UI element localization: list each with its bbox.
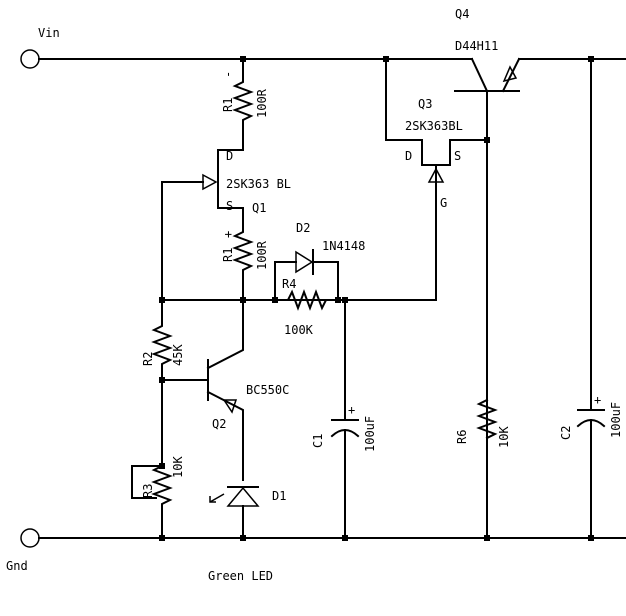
r1-top-value: 100R bbox=[255, 88, 269, 118]
r3-resistor: R3 10K bbox=[131, 379, 185, 539]
q2-ref: Q2 bbox=[212, 417, 226, 431]
q1-ref: Q1 bbox=[252, 201, 266, 215]
junction-dot bbox=[342, 297, 348, 303]
q4-ref: Q4 bbox=[455, 7, 469, 21]
d2-part: 1N4148 bbox=[322, 239, 365, 253]
q3-part: 2SK363BL bbox=[405, 119, 463, 133]
junction-dot bbox=[342, 535, 348, 541]
vin-terminal: Vin bbox=[20, 26, 60, 69]
q1-d-pin: D bbox=[226, 149, 233, 163]
r1-top-ref: R1 bbox=[221, 98, 235, 112]
r4-resistor: R4 100K bbox=[274, 277, 339, 337]
r1-bottom-resistor: R1 + 100R bbox=[221, 224, 269, 301]
q4-part: D44H11 bbox=[455, 39, 498, 53]
r6-ref: R6 bbox=[455, 430, 469, 444]
junction-dot bbox=[159, 463, 165, 469]
r1-bottom-pin: + bbox=[221, 231, 235, 238]
r2-ref: R2 bbox=[141, 352, 155, 366]
q3-ref: Q3 bbox=[418, 97, 432, 111]
c2-capacitor: + C2 100uF bbox=[559, 58, 623, 539]
r4-value: 100K bbox=[284, 323, 314, 337]
q1-s-pin: S bbox=[226, 199, 233, 213]
d2-ref: D2 bbox=[296, 221, 310, 235]
junction-dot bbox=[159, 535, 165, 541]
d1-led: D1 Green LED bbox=[208, 486, 286, 583]
r2-resistor: R2 45K bbox=[141, 299, 185, 381]
gnd-label: Gnd bbox=[6, 559, 28, 573]
r2-value: 45K bbox=[171, 344, 185, 366]
q2-transistor: BC550C Q2 bbox=[161, 299, 289, 481]
r6-resistor: R6 10K bbox=[455, 398, 511, 448]
q3-g-pin: G bbox=[440, 196, 447, 210]
junction-dot bbox=[240, 535, 246, 541]
junction-dot bbox=[588, 535, 594, 541]
c1-pol: + bbox=[348, 403, 355, 417]
r3-value: 10K bbox=[171, 456, 185, 478]
c1-capacitor: + C1 100uF bbox=[311, 299, 377, 539]
q3-jfet: Q3 2SK363BL D S G bbox=[385, 58, 488, 291]
q3-s-pin: S bbox=[454, 149, 461, 163]
q4-transistor: Q4 D44H11 bbox=[454, 7, 521, 539]
r1-bottom-value: 100R bbox=[255, 240, 269, 270]
c2-value: 100uF bbox=[609, 402, 623, 438]
r1-top-pin: - bbox=[221, 71, 235, 78]
c1-value: 100uF bbox=[363, 416, 377, 452]
control-node-wire bbox=[161, 289, 437, 301]
junction-dot bbox=[335, 297, 341, 303]
junction-dots bbox=[159, 56, 594, 541]
c1-ref: C1 bbox=[311, 434, 325, 448]
c2-ref: C2 bbox=[559, 426, 573, 440]
q1-part: 2SK363 BL bbox=[226, 177, 291, 191]
d2-diode: D2 1N4148 bbox=[274, 221, 365, 301]
supply-rails bbox=[38, 58, 626, 539]
junction-dot bbox=[383, 56, 389, 62]
gnd-terminal: Gnd bbox=[6, 528, 40, 573]
r4-ref: R4 bbox=[282, 277, 296, 291]
q2-part: BC550C bbox=[246, 383, 289, 397]
d1-ref: D1 bbox=[272, 489, 286, 503]
junction-dot bbox=[240, 56, 246, 62]
d1-part: Green LED bbox=[208, 569, 273, 583]
r1-bottom-ref: R1 bbox=[221, 248, 235, 262]
r3-ref: R3 bbox=[141, 484, 155, 498]
junction-dot bbox=[588, 56, 594, 62]
c2-pol: + bbox=[594, 393, 601, 407]
q3-d-pin: D bbox=[405, 149, 412, 163]
junction-dot bbox=[240, 297, 246, 303]
junction-dot bbox=[159, 377, 165, 383]
junction-dot bbox=[484, 535, 490, 541]
junction-dot bbox=[484, 137, 490, 143]
q1-jfet: D 2SK363 BL S Q1 bbox=[161, 139, 291, 301]
junction-dot bbox=[159, 297, 165, 303]
r1-top-resistor: R1 - 100R bbox=[221, 58, 269, 141]
r6-value: 10K bbox=[497, 426, 511, 448]
junction-dot bbox=[272, 297, 278, 303]
vin-label: Vin bbox=[38, 26, 60, 40]
